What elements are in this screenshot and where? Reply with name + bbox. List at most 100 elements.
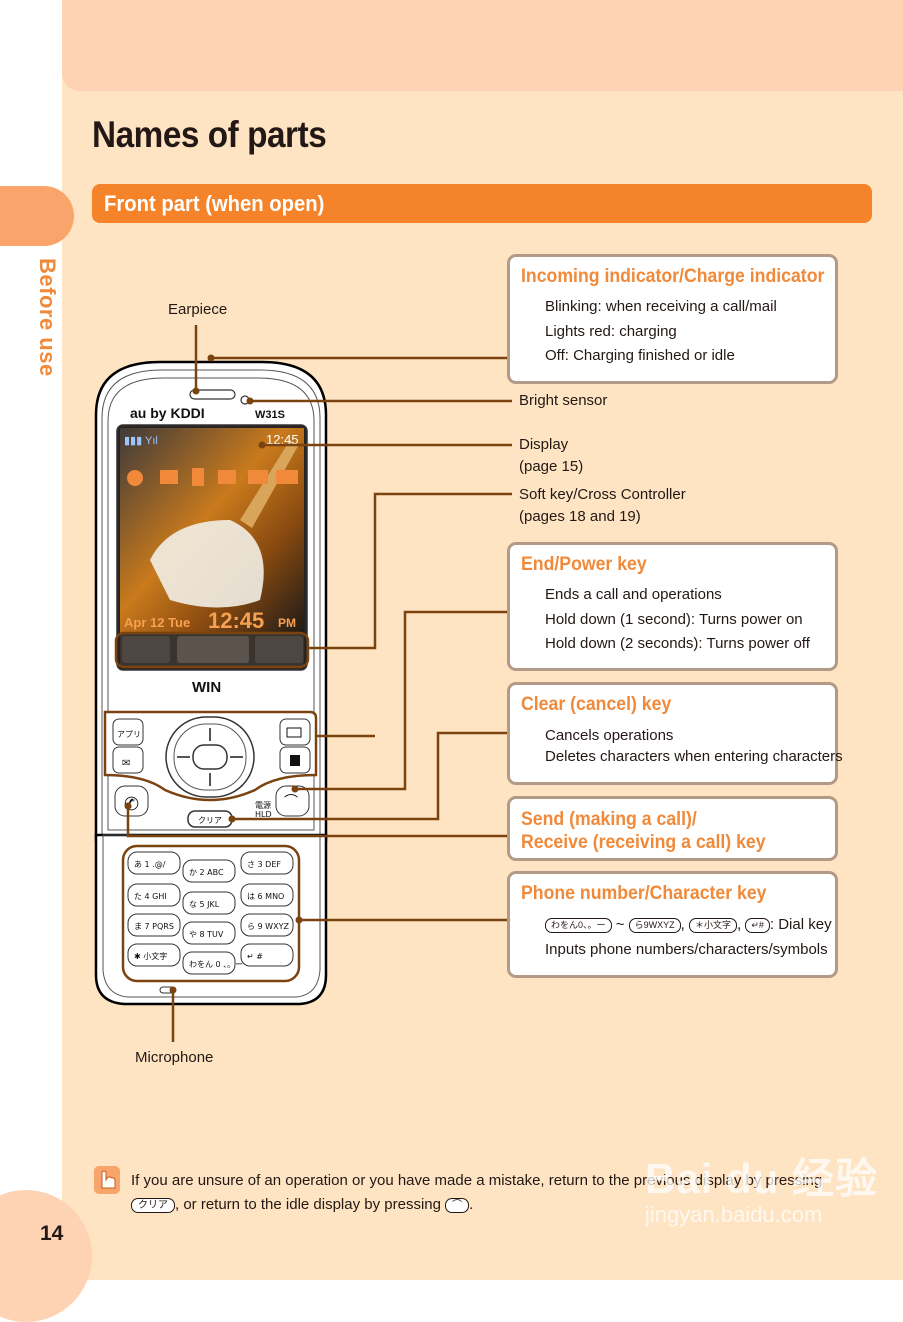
comma: ,: [737, 916, 742, 933]
key-hash-icon: ↵#: [745, 917, 770, 933]
label-display-ref: (page 15): [519, 458, 584, 475]
keypad-key: さ 3 DEF: [240, 851, 294, 875]
phone-model: W31S: [255, 409, 285, 421]
svg-text:電源: 電源: [255, 801, 271, 810]
status-clock: 12:45: [266, 432, 299, 447]
note: If you are unsure of an operation or you…: [131, 1169, 831, 1217]
keypad-key: ら 9 WXYZ: [240, 913, 294, 937]
header-band: [62, 0, 903, 91]
phone-display: ▮▮▮ Yıl 12:45 Apr 12 Tue 12:45 PM: [116, 424, 308, 671]
keypad-key-label: か 2 ABC: [189, 868, 224, 877]
note-text-2: , or return to the idle display by press…: [175, 1196, 441, 1213]
date-line: Apr 12 Tue: [124, 615, 190, 630]
callout-title: Phone number/Character key: [521, 883, 767, 904]
keypad-key: は 6 MNO: [240, 883, 294, 907]
svg-text:⌒: ⌒: [284, 794, 298, 810]
end-key-icon: ⌒: [445, 1197, 470, 1213]
svg-text:▮▮▮ Yıl: ▮▮▮ Yıl: [124, 435, 158, 447]
callout-line: Cancels operations: [545, 727, 674, 744]
keypad-key: な 5 JKL: [182, 891, 236, 915]
nav-cluster: アプリ ✉: [103, 710, 318, 802]
phone-brand: au by KDDI: [130, 405, 205, 421]
callout-line: Lights red: charging: [545, 322, 677, 340]
clock-ampm: PM: [278, 616, 296, 630]
keypad-key-label: ✱ 小文字: [134, 951, 167, 961]
section-header: Front part (when open): [92, 184, 872, 223]
keypad-key: ✱ 小文字: [127, 943, 181, 967]
label-earpiece: Earpiece: [168, 301, 228, 318]
leader-lines: [126, 325, 512, 1042]
callout-title-line-1: Send (making a call)/: [521, 809, 697, 830]
keypad-key-label: ↵ #: [247, 952, 263, 961]
keypad-key-label: さ 3 DEF: [247, 860, 281, 869]
key-0-icon: わをん0、。ー: [545, 917, 612, 933]
keypad-key: か 2 ABC: [182, 859, 236, 883]
label-display: Display: [519, 436, 569, 453]
label-soft-key: Soft key/Cross Controller: [519, 486, 686, 503]
keypad-key-label: ま 7 PQRS: [134, 922, 174, 931]
keypad-key: た 4 GHI: [127, 883, 181, 907]
send-key: [114, 785, 149, 817]
keypad-key-label: ら 9 WXYZ: [247, 922, 289, 931]
label-soft-key-ref: (pages 18 and 19): [519, 508, 641, 525]
keypad-key: ↵ #: [240, 943, 294, 967]
keypad-key: あ 1 .@/: [127, 851, 181, 875]
keypad-key-label: あ 1 .@/: [134, 860, 166, 869]
note-text-1: If you are unsure of an operation or you…: [131, 1172, 823, 1189]
callout-title: End/Power key: [521, 554, 647, 575]
callout-send-key: Send (making a call)/ Receive (receiving…: [507, 796, 838, 861]
keypad-key: わをん 0 、。ー: [182, 951, 243, 975]
dial-key-line: わをん0、。ー ~ ら9WXYZ, ＊小文字, ↵#: Dial key: [545, 913, 835, 938]
leader-dots: [124, 354, 303, 994]
note-text-3: .: [469, 1196, 474, 1213]
callout-line: Blinking: when receiving a call/mail: [545, 298, 777, 315]
keypad-key-label: は 6 MNO: [247, 892, 284, 901]
page-number: 14: [40, 1222, 64, 1245]
callout-title: Clear (cancel) key: [521, 694, 672, 715]
svg-text:✉: ✉: [122, 758, 130, 769]
side-tab: [0, 186, 74, 246]
callout-line: Deletes characters when entering charact…: [545, 748, 843, 765]
end-power-key: [275, 785, 310, 817]
callout-line: Inputs phone numbers/characters/symbols: [545, 940, 828, 958]
keypad-key-label: な 5 JKL: [189, 900, 220, 909]
keypad-key-label: わをん 0 、。ー: [189, 960, 243, 969]
dial-key-label: : Dial key: [769, 916, 832, 933]
key-star-icon: ＊小文字: [688, 917, 737, 933]
big-clock: 12:45: [208, 608, 264, 633]
keypad-key: や 8 TUV: [182, 921, 236, 945]
callout-phone-number-key: Phone number/Character key わをん0、。ー ~ ら9W…: [507, 871, 838, 978]
callout-title-line-2: Receive (receiving a call) key: [521, 832, 766, 853]
section-title: Front part (when open): [104, 191, 325, 216]
callout-line: Ends a call and operations: [545, 586, 722, 603]
svg-text:クリア: クリア: [198, 816, 222, 825]
svg-text:アプリ: アプリ: [117, 730, 141, 739]
label-microphone: Microphone: [135, 1049, 214, 1066]
soft-key-highlight: [114, 631, 310, 669]
callout-line: Hold down (2 seconds): Turns power off: [545, 635, 810, 652]
keypad-highlight: [121, 844, 301, 983]
watermark-logo: Bai du 经验: [645, 1155, 879, 1202]
keypad: あ 1 .@/ か 2 ABC さ 3 DEF た 4 GHI な 5 JKL は 6 M…: [127, 851, 294, 975]
comma: ,: [680, 916, 685, 933]
baidu-watermark: Bai du 经验 jingyan.baidu.com: [645, 1145, 878, 1228]
callout-incoming-indicator: Incoming indicator/Charge indicator Blin…: [507, 254, 838, 384]
label-bright-sensor: Bright sensor: [519, 392, 608, 409]
key-9-icon: ら9WXYZ: [628, 917, 681, 933]
keypad-key-label: や 8 TUV: [189, 930, 224, 939]
watermark-url: jingyan.baidu.com: [645, 1202, 823, 1227]
page-title: Names of parts: [92, 114, 327, 155]
keypad-key-label: た 4 GHI: [134, 892, 167, 901]
callout-title: Incoming indicator/Charge indicator: [521, 266, 825, 287]
svg-text:HLD: HLD: [255, 810, 272, 819]
side-label: Before use: [35, 258, 60, 377]
tilde: ~: [615, 916, 625, 933]
callout-end-power-key: End/Power key Ends a call and operations…: [507, 542, 838, 671]
callout-clear-key: Clear (cancel) key Cancels operations De…: [507, 682, 843, 785]
win-logo: WIN: [192, 679, 221, 696]
earpiece-slot: [189, 389, 236, 400]
phone-illustration: au by KDDI W31S ▮▮▮ Yıl 12:45 Apr 12 Tue…: [94, 325, 512, 1042]
hand-pointer-icon: [94, 1166, 120, 1194]
clear-key-icon: クリア: [131, 1197, 175, 1213]
callout-line: Hold down (1 second): Turns power on: [545, 610, 803, 628]
